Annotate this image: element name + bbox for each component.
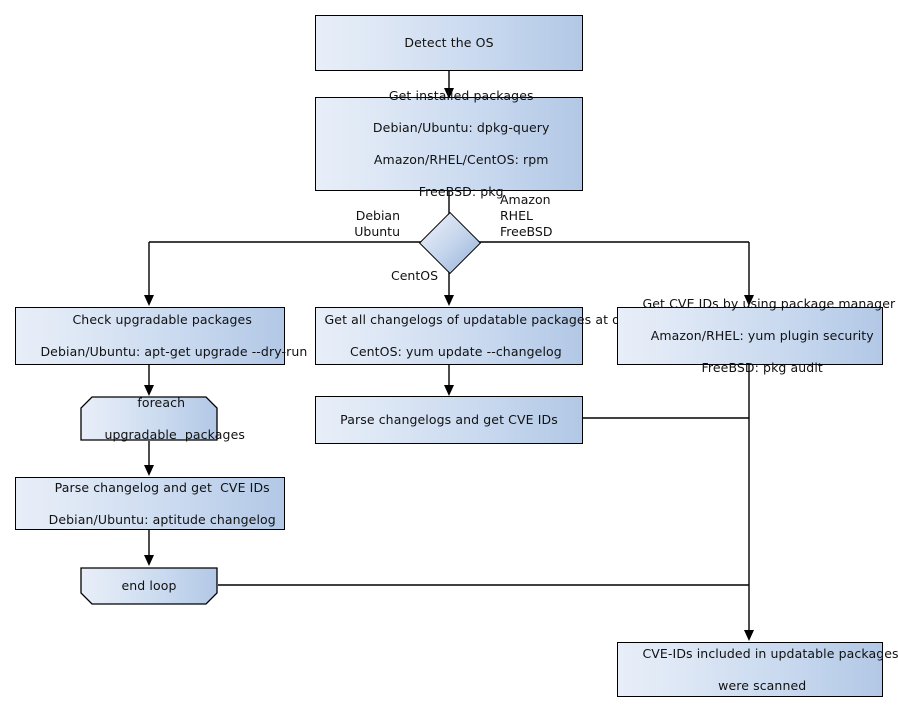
node-get-installed-packages[interactable]: Get installed packages Debian/Ubuntu: dp… [315, 88, 583, 199]
node-detect-the-os-label: Detect the OS [404, 35, 494, 50]
arrowhead-parse-changelogs-all [444, 385, 454, 396]
node-scanned-result[interactable]: CVE-IDs included in updatable packages w… [617, 642, 898, 697]
node-scanned-result-label: CVE-IDs included in updatable packages w… [618, 630, 898, 710]
installed-line-4: FreeBSD: pkg [418, 184, 504, 199]
parse-single-line-1: Parse changelog and get CVE IDs [54, 479, 270, 495]
parse-single-line-2: Debian/Ubuntu: aptitude changelog [48, 511, 276, 527]
node-get-cve-ids-package-manager[interactable]: Get CVE IDs by using package manager Ama… [617, 296, 895, 375]
get-cve-pkg-line-1: Get CVE IDs by using package manager [642, 296, 896, 311]
arrowhead-parse-changelog [144, 465, 154, 476]
node-end-loop-label: end loop [121, 578, 177, 593]
foreach-line-2: upgradable packages [104, 426, 245, 442]
node-end-loop[interactable]: end loop [80, 567, 218, 605]
edge-label-centos: CentOS [390, 268, 438, 283]
node-parse-changelog-single-label: Parse changelog and get CVE IDs Debian/U… [16, 464, 284, 544]
get-all-changelogs-line-2: CentOS: yum update --changelog [350, 344, 562, 359]
node-parse-changelogs-all-label: Parse changelogs and get CVE IDs [340, 412, 558, 427]
end-loop-shape [80, 567, 218, 605]
foreach-line-1: foreach [137, 394, 186, 410]
scanned-result-line-1: CVE-IDs included in updatable packages [642, 645, 898, 661]
arrowhead-installed [444, 88, 454, 99]
node-detect-the-os[interactable]: Detect the OS [315, 15, 583, 71]
node-check-upgradable-packages[interactable]: Check upgradable packages Debian/Ubuntu:… [15, 307, 307, 365]
foreach-shape [80, 396, 218, 441]
check-upgradable-line-1: Check upgradable packages [72, 312, 252, 327]
check-upgradable-line-2: Debian/Ubuntu: apt-get upgrade --dry-run [40, 344, 308, 359]
arrowhead-get-cve-pkg-manager [744, 295, 754, 306]
arrowhead-get-all-changelogs [444, 295, 454, 306]
node-foreach-label: foreach upgradable packages [80, 379, 244, 459]
edge-label-amazon-rhel-freebsd: Amazon RHEL FreeBSD [500, 192, 553, 239]
node-get-all-changelogs[interactable]: Get all changelogs of updatable packages… [315, 307, 643, 365]
get-all-changelogs-line-1: Get all changelogs of updatable packages… [324, 312, 643, 327]
get-cve-pkg-line-2: Amazon/RHEL: yum plugin security [650, 328, 874, 343]
node-check-upgradable-label: Check upgradable packages Debian/Ubuntu:… [16, 296, 307, 376]
node-parse-changelogs-all[interactable]: Parse changelogs and get CVE IDs [315, 396, 583, 444]
arrowhead-foreach [144, 385, 154, 396]
installed-line-1: Get installed packages [388, 88, 534, 103]
node-get-installed-packages-label: Get installed packages Debian/Ubuntu: dp… [316, 72, 582, 216]
node-get-cve-ids-package-manager-label: Get CVE IDs by using package manager Ama… [618, 280, 895, 392]
node-foreach-upgradable-packages[interactable]: foreach upgradable packages [80, 395, 245, 442]
get-cve-pkg-line-3: FreeBSD: pkg audit [701, 360, 823, 375]
installed-line-2: Debian/Ubuntu: dpkg-query [372, 120, 550, 135]
node-parse-changelog-single[interactable]: Parse changelog and get CVE IDs Debian/U… [15, 477, 285, 530]
node-get-all-changelogs-label: Get all changelogs of updatable packages… [300, 296, 643, 376]
edge-label-debian-ubuntu: Debian Ubuntu [354, 208, 400, 239]
arrowhead-check-upgradable [144, 295, 154, 306]
installed-line-3: Amazon/RHEL/CentOS: rpm [373, 152, 549, 167]
arrowhead-end-loop [144, 555, 154, 566]
arrowhead-scanned-result [744, 630, 754, 641]
scanned-result-line-2: were scanned [718, 677, 807, 693]
